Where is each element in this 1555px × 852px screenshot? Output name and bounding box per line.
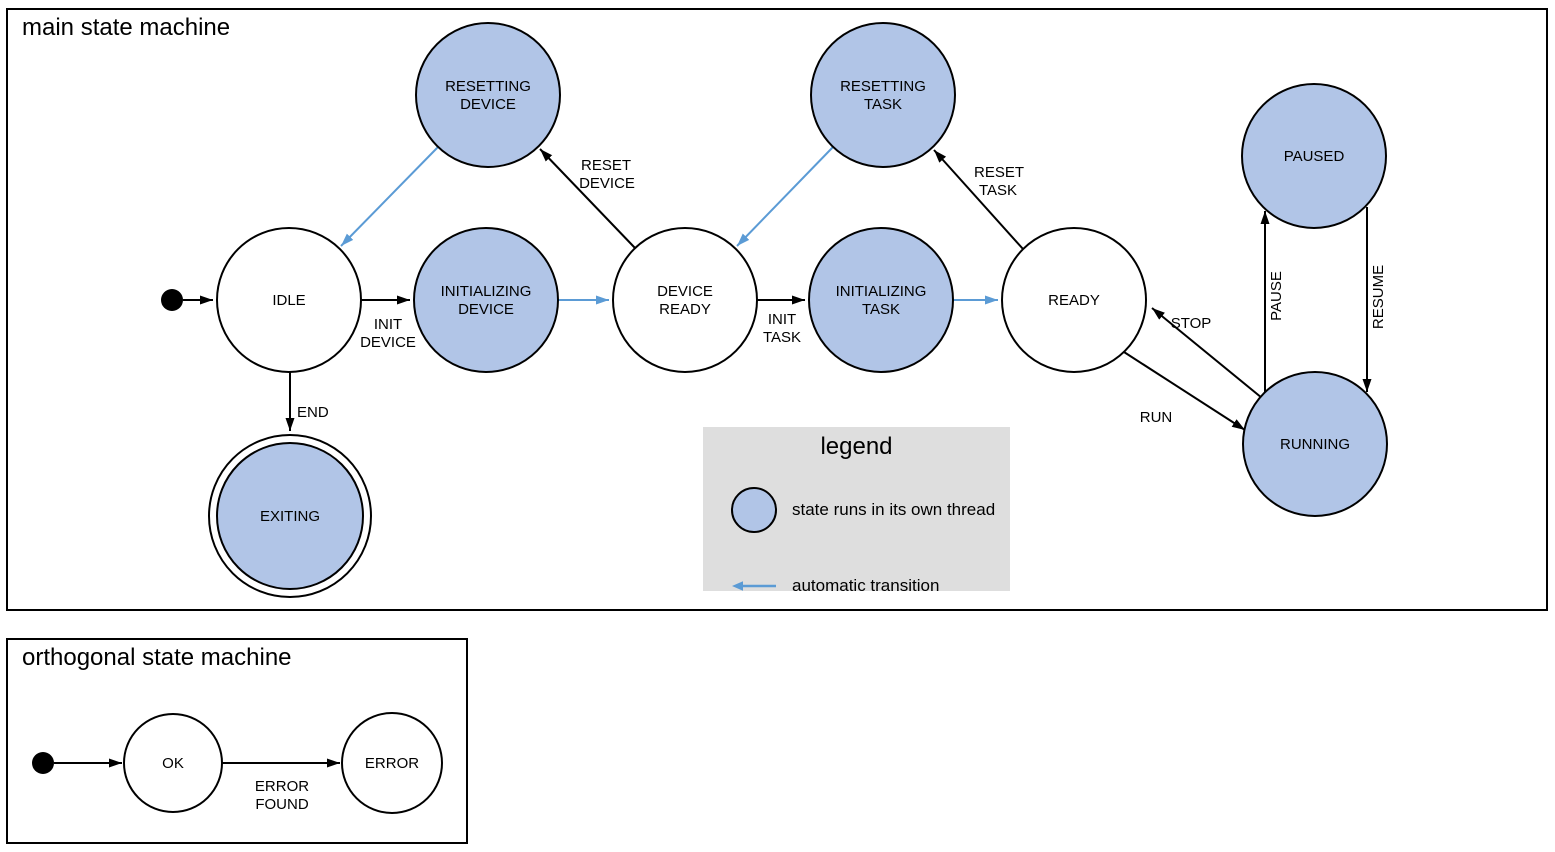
state-label-device-ready: DEVICE <box>657 283 713 300</box>
state-label-resetting-task: RESETTING <box>840 78 926 95</box>
state-label-exiting: EXITING <box>260 508 320 525</box>
state-ready: READY <box>1001 227 1147 373</box>
transition-label-end: END <box>297 404 329 421</box>
state-label-ok: OK <box>162 755 184 772</box>
transition-label-init: INIT <box>768 311 796 328</box>
legend-thread-label: state runs in its own thread <box>792 500 996 519</box>
state-circle-error <box>341 712 443 814</box>
initial-state-marker-orthogonal <box>32 752 54 774</box>
state-ok: OK <box>123 713 223 813</box>
orthogonal-state-machine-panel: orthogonal state machine <box>6 638 468 844</box>
transition-label-resume: RESUME <box>1370 265 1387 329</box>
transition-ready-to-resetting-task <box>933 149 1024 250</box>
transition-label-stop: STOP <box>1171 315 1212 332</box>
states-layer: IDLERESETTINGDEVICEINITIALIZINGDEVICEDEV… <box>32 22 1388 814</box>
state-label-resetting-device: DEVICE <box>460 96 516 113</box>
state-circle-running <box>1242 371 1388 517</box>
state-label-resetting-device: RESETTING <box>445 78 531 95</box>
transition-resetting-task-to-device-ready-auto <box>736 146 834 247</box>
main-panel-title: main state machine <box>22 14 231 41</box>
legend-auto-label: automatic transition <box>792 576 940 595</box>
state-label-initializing-device: DEVICE <box>458 301 514 318</box>
state-idle: IDLE <box>216 227 362 373</box>
state-circle-ready <box>1001 227 1147 373</box>
transition-label-device: DEVICE <box>579 175 635 192</box>
transition-running-to-ready <box>1151 307 1263 399</box>
transition-label-pause: PAUSE <box>1268 271 1285 321</box>
transition-label-task: TASK <box>763 329 801 346</box>
transition-label-found: FOUND <box>255 796 308 813</box>
legend-title: legend <box>820 433 893 460</box>
state-circle-resetting-task <box>810 22 956 168</box>
state-error: ERROR <box>341 712 443 814</box>
orthogonal-panel-title: orthogonal state machine <box>22 644 292 671</box>
transition-label-error: ERROR <box>255 778 309 795</box>
transition-resetting-device-to-idle-auto <box>340 146 439 247</box>
transition-label-device: DEVICE <box>360 334 416 351</box>
automatic-transition-arrow-icon <box>732 581 776 591</box>
legend-item-auto-transition: automatic transition <box>730 576 940 595</box>
state-label-initializing-device: INITIALIZING <box>441 283 532 300</box>
transition-device-ready-to-resetting-device <box>539 148 636 249</box>
transition-label-reset: RESET <box>974 164 1024 181</box>
initial-state-marker-main <box>161 289 183 311</box>
state-exiting: EXITING <box>208 434 372 598</box>
state-label-initializing-task: INITIALIZING <box>836 283 927 300</box>
state-label-initializing-task: TASK <box>862 301 900 318</box>
state-running: RUNNING <box>1242 371 1388 517</box>
state-circle-exiting <box>216 442 364 590</box>
transition-label-run: RUN <box>1140 409 1173 426</box>
state-label-paused: PAUSED <box>1284 148 1345 165</box>
state-circle-ok <box>123 713 223 813</box>
state-circle-idle <box>216 227 362 373</box>
state-label-idle: IDLE <box>272 292 305 309</box>
transition-label-init: INIT <box>374 316 402 333</box>
transition-label-task: TASK <box>979 182 1017 199</box>
state-label-running: RUNNING <box>1280 436 1350 453</box>
state-label-device-ready: READY <box>659 301 711 318</box>
state-paused: PAUSED <box>1241 83 1387 229</box>
transition-label-reset: RESET <box>581 157 631 174</box>
state-label-ready: READY <box>1048 292 1100 309</box>
transitions-layer: INITDEVICEENDRESETDEVICEINITTASKRESETTAS… <box>54 146 1387 813</box>
transition-ready-to-running <box>1123 351 1246 431</box>
state-circle-paused <box>1241 83 1387 229</box>
state-circle-resetting-device <box>415 22 561 168</box>
state-circle-device-ready <box>612 227 758 373</box>
state-circle-initializing-task <box>808 227 954 373</box>
legend: legend state runs in its own thread auto… <box>703 427 1010 595</box>
state-label-resetting-task: TASK <box>864 96 902 113</box>
thread-state-circle-icon <box>731 487 777 533</box>
main-state-machine-panel: main state machine <box>6 8 1548 611</box>
legend-item-thread-state: state runs in its own thread <box>730 485 995 535</box>
state-circle-initializing-device <box>413 227 559 373</box>
state-label-error: ERROR <box>365 755 419 772</box>
